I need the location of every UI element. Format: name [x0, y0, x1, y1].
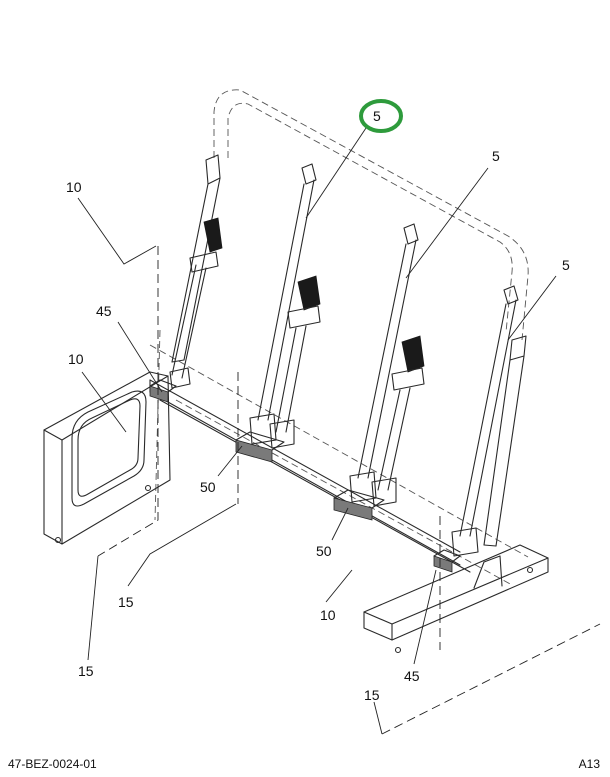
leader-lines	[77, 127, 557, 735]
right-floor-support	[363, 544, 549, 654]
callout-50-right[interactable]: 50	[316, 543, 332, 559]
seat-belt-left-outboard	[169, 217, 223, 389]
sheet-id: A13	[578, 757, 600, 771]
anchor-bracket-right	[433, 549, 461, 573]
seat-belt-right-outboard	[451, 285, 519, 557]
callout-50-left[interactable]: 50	[200, 479, 216, 495]
callout-15-left[interactable]: 15	[78, 663, 94, 679]
seat-belt-left-center	[235, 163, 321, 463]
callout-10-lower[interactable]: 10	[320, 607, 336, 623]
callout-10-window[interactable]: 10	[68, 351, 84, 367]
left-window-panel	[43, 371, 171, 545]
right-side-post	[483, 335, 527, 547]
seat-belt-right-center	[333, 223, 425, 521]
callout-5-highlighted[interactable]: 5	[373, 108, 381, 124]
callout-10-upper[interactable]: 10	[66, 179, 82, 195]
highlight-circle	[359, 99, 403, 133]
callout-45-right[interactable]: 45	[404, 668, 420, 684]
left-side-post	[171, 154, 221, 363]
callout-15-middle[interactable]: 15	[118, 594, 134, 610]
anchor-bracket-left	[149, 379, 177, 403]
callout-15-bottom[interactable]: 15	[364, 687, 380, 703]
lower-cross-bar	[149, 379, 471, 573]
callout-labels: 5 5 5 10 45 10 50 15 15 50 10 45 15	[66, 108, 570, 703]
callout-5-right[interactable]: 5	[562, 257, 570, 273]
callout-45-left[interactable]: 45	[96, 303, 112, 319]
callout-5-upper[interactable]: 5	[492, 148, 500, 164]
drawing-number: 47-BEZ-0024-01	[8, 757, 97, 771]
phantom-extent-lines	[97, 246, 601, 735]
